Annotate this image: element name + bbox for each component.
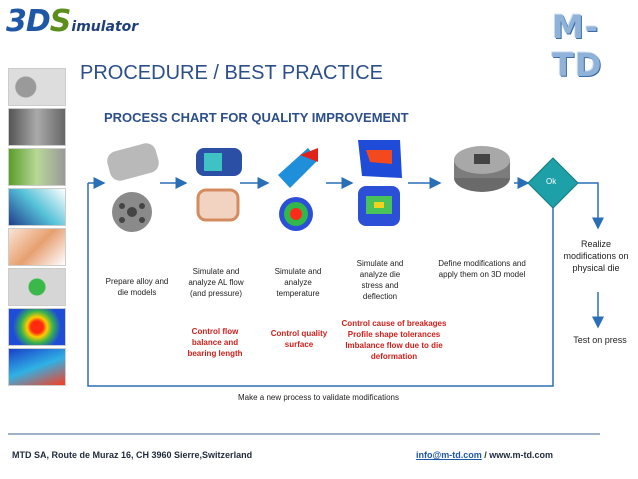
step-label-temperature: Simulate and analyze temperature (274, 267, 322, 298)
test-on-press-label: Test on press (573, 335, 627, 345)
image-alloy-die-models (107, 143, 159, 232)
thumbnail-flow-sim (8, 188, 66, 226)
footer-address: MTD SA, Route de Muraz 16, CH 3960 Sierr… (12, 450, 253, 460)
realize-modifications-label: Realize modifications on physical die (563, 239, 629, 273)
footer-separator (8, 433, 600, 435)
step-label-prepare: Prepare alloy and die models (105, 277, 169, 297)
thumbnail-temperature (8, 308, 66, 346)
control-note-flow: Control flow balance and bearing length (187, 327, 243, 358)
thumbnail-stress (8, 348, 66, 386)
decision-ok-label: Ok (546, 177, 557, 186)
image-temperature (278, 148, 318, 231)
image-al-flow (196, 148, 242, 222)
step-label-al-flow: Simulate and analyze AL flow (and pressu… (188, 267, 244, 298)
thumbnail-profile (8, 228, 66, 266)
thumbnail-billet (8, 148, 66, 186)
step-label-die-stress: Simulate and analyze die stress and defl… (356, 259, 404, 301)
control-note-surface: Control quality surface (270, 329, 328, 349)
image-modified-die (454, 146, 510, 192)
thumbnail-die-mesh (8, 268, 66, 306)
thumbnail-die-front (8, 68, 66, 106)
page-title: PROCEDURE / BEST PRACTICE (80, 62, 384, 84)
website-text: / www.m-td.com (481, 450, 553, 460)
footer-contact: info@m-td.com / www.m-td.com (416, 450, 553, 460)
page-subtitle: PROCESS CHART FOR QUALITY IMPROVEMENT (104, 110, 409, 125)
loop-note: Make a new process to validate modificat… (238, 393, 399, 402)
logo-mtd: M-TD (552, 8, 603, 84)
step-label-modifications: Define modifications and apply them on 3… (438, 259, 526, 279)
thumbnail-strip (8, 68, 66, 388)
logo-3dsimulator: 3DSimulator (6, 4, 139, 39)
image-die-stress (358, 140, 402, 226)
email-link[interactable]: info@m-td.com (416, 450, 482, 460)
thumbnail-die-side (8, 108, 66, 146)
control-note-die: Control cause of breakages Profile shape… (341, 319, 447, 361)
